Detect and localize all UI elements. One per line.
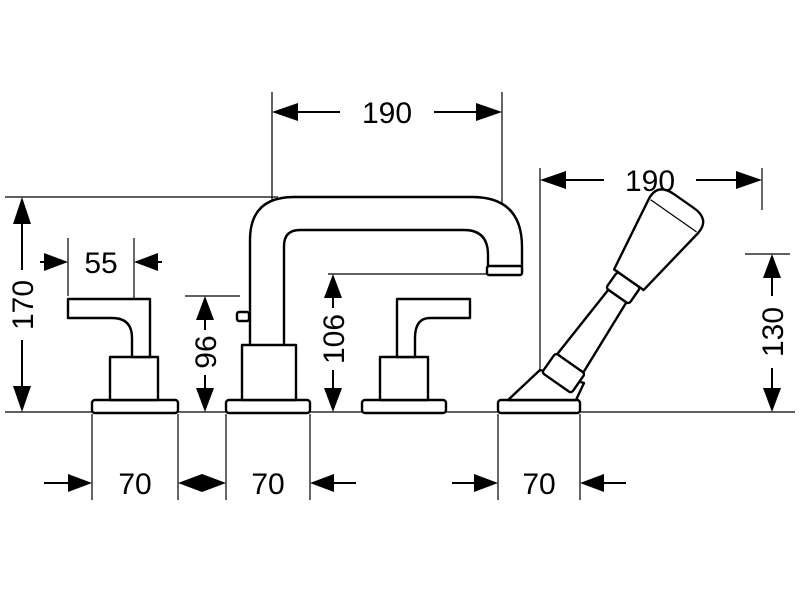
arrowhead bbox=[196, 388, 214, 412]
arrowhead bbox=[68, 474, 92, 492]
handshower-handle bbox=[556, 288, 628, 374]
arrowhead bbox=[178, 474, 202, 492]
arrowhead bbox=[324, 388, 342, 412]
handshower bbox=[496, 188, 705, 415]
left-handle bbox=[66, 297, 180, 415]
spout-aerator bbox=[485, 264, 524, 277]
lever-width-label: 55 bbox=[84, 247, 117, 280]
right-handle-body bbox=[378, 355, 430, 402]
arrowhead bbox=[474, 474, 498, 492]
handshower-height-label: 130 bbox=[757, 307, 790, 357]
handshower-base-plate bbox=[496, 398, 582, 415]
spout-knob bbox=[235, 310, 251, 323]
extension-lines bbox=[5, 92, 795, 500]
arrowhead bbox=[540, 171, 566, 189]
arrowhead bbox=[763, 254, 781, 278]
arrowhead bbox=[763, 388, 781, 412]
left-lever bbox=[66, 297, 152, 359]
arrowhead bbox=[310, 474, 334, 492]
arrowhead bbox=[476, 103, 502, 121]
left-handle-body bbox=[108, 355, 160, 402]
right-handle bbox=[360, 297, 472, 415]
base-1-width-label: 70 bbox=[118, 468, 151, 501]
overall-height-label: 170 bbox=[7, 280, 40, 330]
spout-reach-label: 190 bbox=[362, 97, 412, 130]
arrowhead bbox=[13, 197, 31, 224]
arrowhead bbox=[13, 386, 31, 412]
arrowhead bbox=[324, 274, 342, 298]
handshower-head bbox=[612, 188, 705, 292]
spout-base-plate bbox=[224, 398, 312, 415]
dimension-lines bbox=[21, 111, 773, 484]
arrowhead bbox=[134, 253, 158, 271]
arrowhead bbox=[736, 171, 762, 189]
base-2-width-label: 70 bbox=[251, 468, 284, 501]
spout-body bbox=[240, 343, 298, 402]
base-3-width-label: 70 bbox=[522, 468, 555, 501]
arrowheads bbox=[13, 103, 781, 492]
lever-height-label: 96 bbox=[190, 335, 223, 368]
dimension-labels: 190 190 55 170 96 106 130 70 70 70 bbox=[7, 97, 790, 501]
arrowhead bbox=[196, 296, 214, 320]
arrowhead bbox=[202, 474, 226, 492]
right-handle-base-plate bbox=[360, 398, 448, 415]
arrowhead bbox=[272, 103, 298, 121]
spout bbox=[224, 195, 524, 415]
spout-outlet-height-label: 106 bbox=[318, 314, 351, 364]
spout-pipe bbox=[248, 195, 524, 352]
arrowhead bbox=[44, 253, 68, 271]
left-handle-base-plate bbox=[90, 398, 180, 415]
handshower-width-label: 190 bbox=[625, 165, 675, 198]
arrowhead bbox=[580, 474, 604, 492]
right-lever bbox=[395, 297, 472, 359]
